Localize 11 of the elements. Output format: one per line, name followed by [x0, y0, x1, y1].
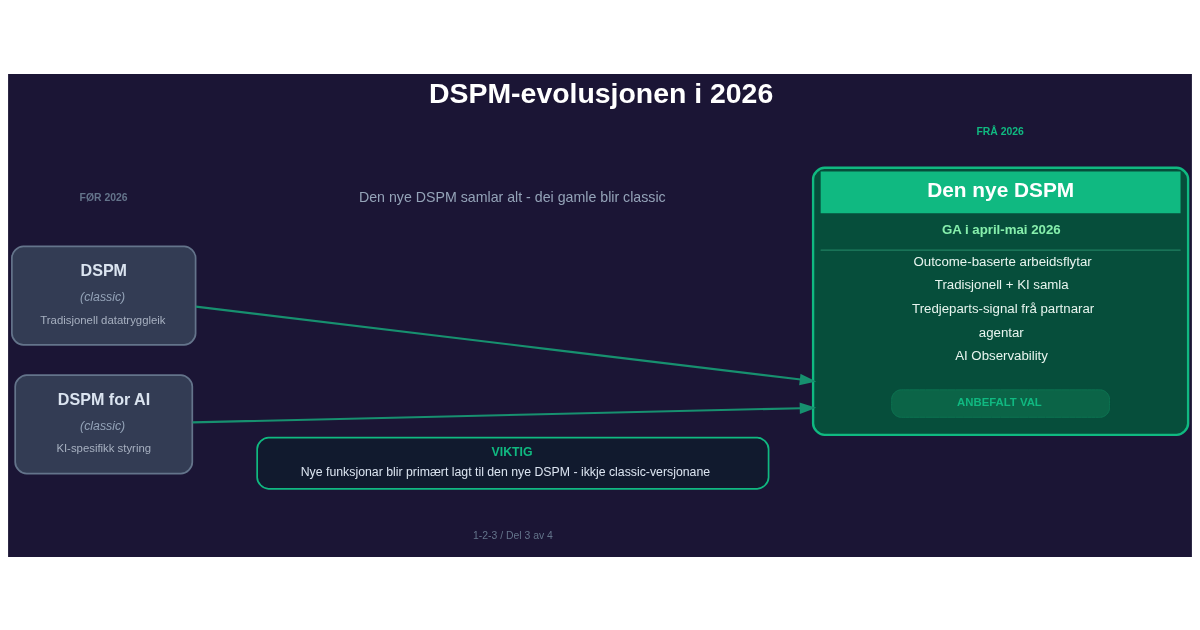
- label: Den nye DSPM samlar alt - dei gamle blir classic: [358, 188, 666, 205]
- node-box: DSPM (classic) Tradisjonell datatryggleik: [11, 245, 197, 346]
- label: 1-2-3 / Del 3 av 4: [473, 529, 553, 541]
- diagram-title: DSPM-evolusjonen i 2026: [429, 76, 774, 109]
- node-box: DSPM for AI (classic) KI-spesifikk styring: [14, 373, 194, 474]
- arrow: [195, 305, 817, 385]
- label: FRÅ 2026: [976, 125, 1024, 137]
- label: FØR 2026: [79, 191, 128, 203]
- node-box: ANBEFALT VAL: [891, 388, 1110, 418]
- node-box: VIKTIG Nye funksjonar blir primært lagt til den nye DSPM - ikkje classic-versjonane: [256, 436, 770, 490]
- arrow: [192, 401, 817, 423]
